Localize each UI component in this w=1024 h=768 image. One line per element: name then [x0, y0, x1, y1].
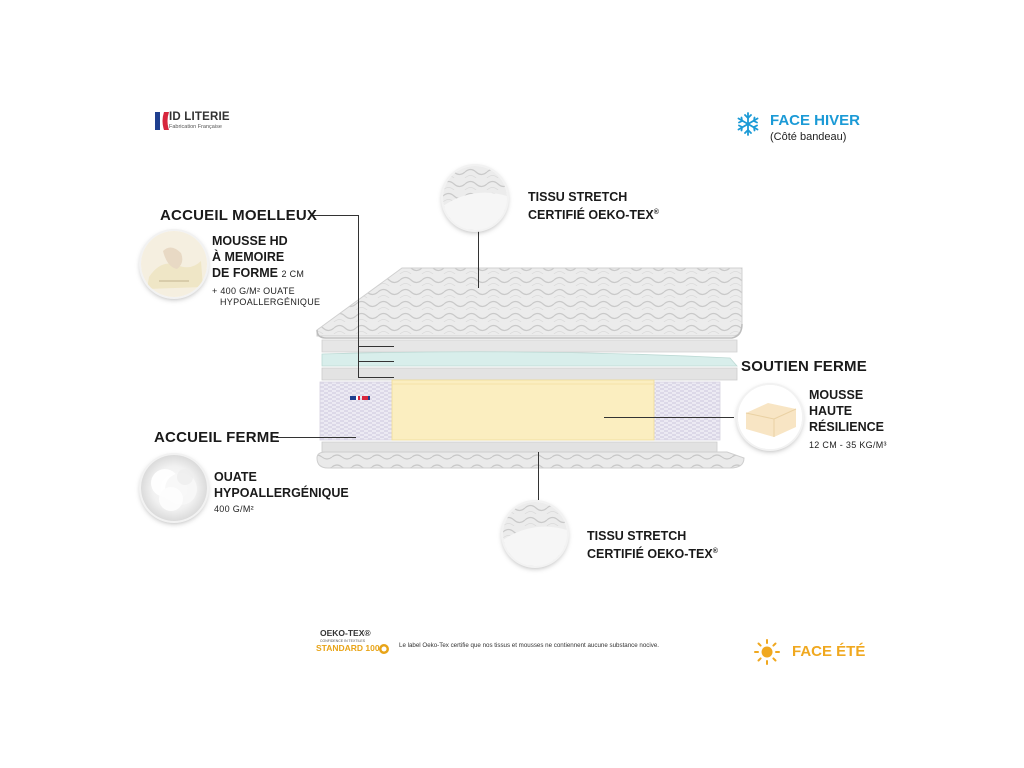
- accueil-ferme-heading: ACCUEIL FERME: [154, 429, 280, 446]
- brand-tagline: Fabrication Française: [169, 124, 222, 130]
- accueil-ferme-detail: 400 G/M²: [214, 504, 254, 514]
- connector-layer-2: [358, 361, 394, 362]
- connector-accueil-moelleux-v: [358, 215, 359, 377]
- accueil-moelleux-line1: MOUSSE HD: [212, 234, 288, 248]
- oeko-tex-badge-icon: OEKO-TEX® CONFIDENCE IN TEXTILES STANDAR…: [314, 628, 394, 656]
- high-resilience-foam-image: [738, 385, 802, 449]
- connector-tissu-bottom: [538, 452, 539, 500]
- tissu-stretch-top-image: [443, 166, 507, 230]
- tissu-top-line2: CERTIFIÉ OEKO-TEX®: [528, 208, 659, 223]
- accueil-ferme-line2: HYPOALLERGÉNIQUE: [214, 486, 349, 500]
- connector-accueil-moelleux-h: [312, 215, 358, 216]
- accueil-moelleux-extra1: + 400 G/M² OUATE: [212, 286, 295, 296]
- bottom-quilted-layer: [316, 451, 745, 469]
- face-ete-title: FACE ÉTÉ: [792, 643, 866, 660]
- tissu-top-line1: TISSU STRETCH: [528, 190, 628, 204]
- oeko-tex-note: Le label Oeko-Tex certifie que nos tissu…: [399, 642, 660, 649]
- oeko-tex-logo-bottom: STANDARD 100: [316, 643, 380, 653]
- ouate-layer-bottom: [321, 441, 718, 453]
- accueil-moelleux-line2: À MEMOIRE: [212, 250, 285, 264]
- tissu-bottom-line2: CERTIFIÉ OEKO-TEX®: [587, 547, 718, 562]
- ouate-layer-top: [321, 339, 738, 353]
- oeko-tex-logo-mid: CONFIDENCE IN TEXTILES: [320, 639, 366, 643]
- mattress-illustration: [316, 267, 745, 469]
- ouate-image: [141, 455, 207, 521]
- connector-accueil-ferme: [276, 437, 356, 438]
- soutien-ferme-line3: RÉSILIENCE: [809, 420, 885, 434]
- accueil-moelleux-heading: ACCUEIL MOELLEUX: [160, 207, 318, 224]
- soutien-ferme-line2: HAUTE: [809, 404, 853, 418]
- sun-icon: [754, 639, 780, 665]
- accueil-moelleux-extra2: HYPOALLERGÉNIQUE: [220, 297, 321, 307]
- memory-foam-layer: [321, 351, 738, 367]
- face-hiver-title: FACE HIVER: [770, 112, 861, 129]
- face-hiver-subtitle: (Côté bandeau): [770, 131, 847, 143]
- high-resilience-foam-core: [391, 379, 655, 441]
- flag-icon: [155, 112, 169, 130]
- brand-logo: ID LITERIE Fabrication Française: [152, 110, 242, 132]
- oeko-tex-logo-top: OEKO-TEX®: [320, 628, 371, 638]
- connector-layer-1: [358, 346, 394, 347]
- snowflake-icon: [737, 112, 759, 136]
- soutien-ferme-line1: MOUSSE: [809, 388, 864, 402]
- tissu-bottom-line1: TISSU STRETCH: [587, 529, 687, 543]
- soutien-ferme-detail: 12 CM - 35 KG/M³: [809, 440, 887, 450]
- ouate-layer-mid: [321, 367, 738, 381]
- connector-soutien-ferme: [604, 417, 734, 418]
- connector-tissu-top: [478, 228, 479, 288]
- tissu-stretch-bottom-image: [503, 502, 567, 566]
- accueil-ferme-line1: OUATE: [214, 470, 257, 484]
- soutien-ferme-heading: SOUTIEN FERME: [741, 358, 867, 375]
- top-quilted-layer: [316, 267, 743, 337]
- connector-layer-3: [358, 377, 394, 378]
- accueil-moelleux-line3: DE FORME 2 CM: [212, 266, 305, 280]
- memory-foam-image: [141, 231, 207, 297]
- brand-name: ID LITERIE: [169, 111, 230, 123]
